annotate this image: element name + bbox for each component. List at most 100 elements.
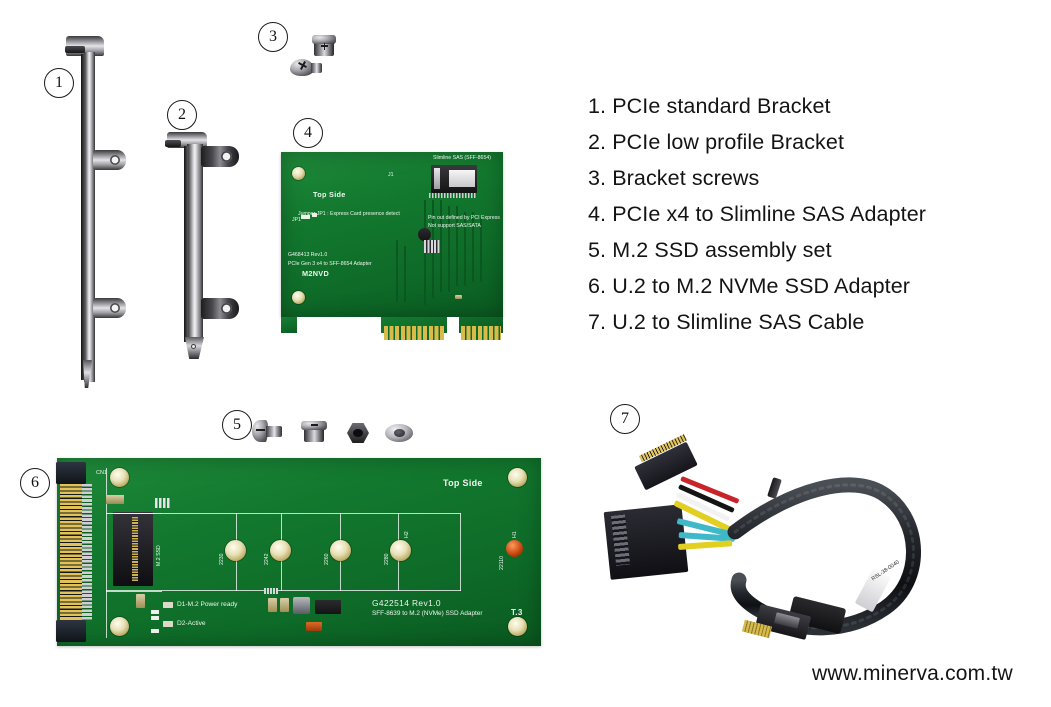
standoff-hole-2230 [225,540,246,561]
bracket-hook-lip [165,140,181,147]
board-outline-left-upper [106,468,107,513]
bracket-spine-edge [81,54,85,380]
u2-connector-top-shell [56,462,86,484]
sas-connector-pins [429,193,477,198]
capacitor-top [106,495,124,504]
pcie-gold-fingers-short [384,326,444,340]
board6-silk-h1: H1 [512,531,518,538]
board4-silk-jp1: JP1 [292,217,301,223]
legend-item-7: 7. U.2 to Slimline SAS Cable [588,310,865,334]
pcie-low-profile-bracket [165,132,243,359]
mounting-hole-bottom-right [508,617,527,636]
board4-silk-connector: Slimline SAS (SFF-8654) [433,155,491,161]
board6-silk-led2: D2-Active [177,620,206,627]
board6-silk-part: G422514 Rev1.0 [372,598,441,608]
pcb-notch-left [281,317,381,333]
legend-item-6: 6. U.2 to M.2 NVMe SSD Adapter [588,274,911,298]
pcb-keying-notch [447,317,459,333]
m2-zone-outline [106,513,162,592]
controller-chip [315,600,341,614]
index-badge-2: 2 [167,100,197,130]
board6-silk-cn1: CN1 [96,470,108,476]
standoff-hole-2280 [390,540,411,561]
bracket-tab-lower [201,298,239,319]
standoff-hole-22110-populated [506,540,523,557]
pcie-standard-bracket [60,30,126,390]
standoff-label-2260: 2260 [324,553,330,565]
standoff-hole-2260 [330,540,351,561]
capacitor-c2 [136,594,145,608]
resistor-network-top [155,498,170,508]
bracket-screw-flat-head [290,55,324,85]
m2-assembly-standoff [300,418,334,450]
u2-connector-gold-pins[interactable] [60,484,82,620]
mounting-hole-bottom-left [292,291,305,304]
board-outline-left-lower [106,590,107,638]
header-pins [264,588,278,594]
website-url: www.minerva.com.tw [812,662,1013,685]
board6-silk-m2-ssd: M.2 SSD [156,545,162,566]
bracket-foot-hole [191,344,196,349]
bracket-tab-lower [93,298,126,318]
inductor-l1 [293,597,310,614]
mounting-hole-bottom-left [110,617,129,636]
bracket-screw-hex-standoff [310,33,340,61]
inductor-component [418,228,431,241]
standoff-label-2280: 2280 [384,553,390,565]
sas-connector-latch [434,168,440,189]
keepout-line-bottom [106,590,461,591]
standoff-label-22110: 22110 [499,555,505,570]
bracket-tab-hole [110,155,120,165]
bracket-tab-upper [201,146,239,167]
bracket-tab-hole [110,303,120,313]
index-badge-3: 3 [258,22,288,52]
u2-connector-inner-pins [82,484,92,620]
m2-assembly-hex-nut [345,419,375,449]
m2-socket-contacts [132,517,138,581]
index-badge-7: 7 [610,404,640,434]
index-badge-1: 1 [44,68,74,98]
board6-silk-led1: D1-M.2 Power ready [177,601,238,608]
bracket-spine-edge [184,146,188,342]
index-badge-4: 4 [293,118,323,148]
board4-silk-note2: Not support SAS/SATA [428,223,481,229]
index-badge-5: 5 [222,410,252,440]
board4-silk-top-side: Top Side [313,190,346,199]
board4-silk-part: G468413 Rev1.0 [288,252,328,258]
bracket-tab-upper [93,150,126,170]
u2-to-slimline-sas-cable: RSL-38-0040 [585,420,965,670]
keepout-line-top [106,513,461,514]
board6-silk-top-side: Top Side [443,478,483,488]
legend-item-1: 1. PCIe standard Bracket [588,94,831,118]
board4-silk-note1: Pin out defined by PCI Express [428,215,500,221]
bracket-spine [84,52,95,382]
standoff-label-2230: 2230 [219,553,225,565]
bracket-tab-hole [221,151,232,162]
standoff-label-2242: 2242 [264,553,270,565]
standoff-hole-2242 [270,540,291,561]
legend-item-5: 5. M.2 SSD assembly set [588,238,832,262]
board6-silk-desc: SFF-8639 to M.2 (NVMe) SSD Adapter [372,610,483,617]
bracket-tip [83,360,92,388]
pcb-corner-tab [281,317,297,333]
mounting-hole-top-right [508,468,527,487]
led-d1 [163,602,173,608]
m2-assembly-screw [252,418,286,450]
board4-silk-desc: PCIe Gen 3 x4 to SFF-8654 Adapter [288,261,372,267]
capacitor-c8 [280,598,289,612]
legend-item-4: 4. PCIe x4 to Slimline SAS Adapter [588,202,927,226]
bracket-hook-lip [65,46,85,53]
bracket-tab-hole [221,303,232,314]
m2-assembly-washer [385,419,417,449]
capacitor-c7 [268,598,277,612]
board4-silk-brand: M2NVD [302,269,330,278]
mounting-hole-top-left [110,468,129,487]
led-d2 [163,621,173,627]
sas-connector-tongue [449,170,475,187]
board4-silk-jumper: Jumper JP1 : Express Card presence detec… [298,211,400,217]
board4-silk-j1: J1 [388,172,394,178]
board6-silk-rev: T.3 [511,608,523,617]
legend-item-3: 3. Bracket screws [588,166,760,190]
keepout-line-right [460,513,461,591]
